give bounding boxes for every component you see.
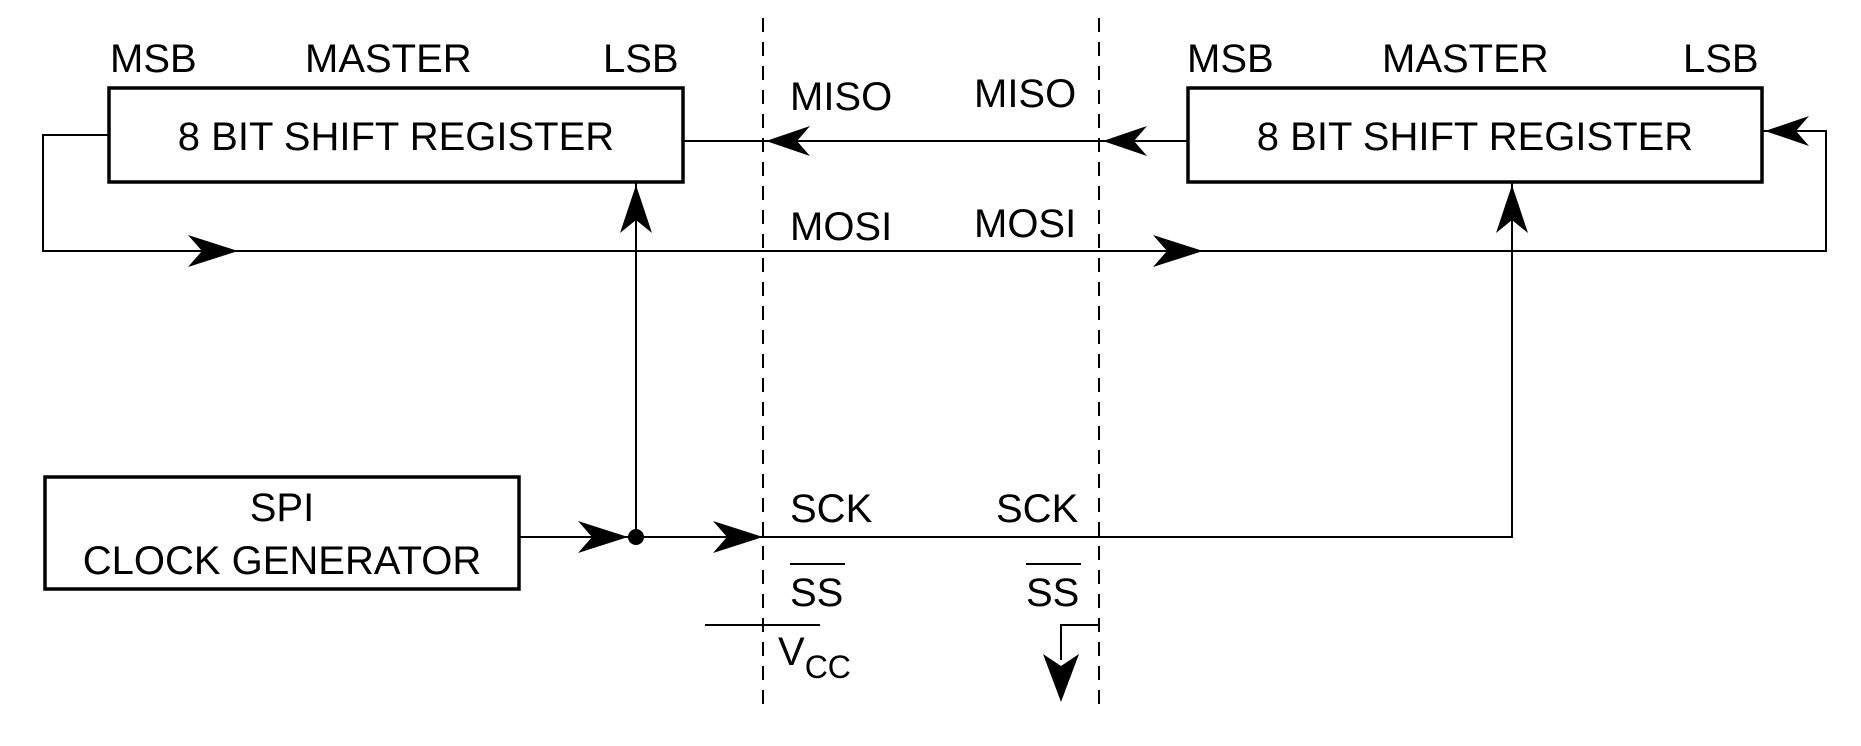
sck-left-register-arrowhead — [620, 185, 652, 233]
ss-section: SS SS VCC — [705, 563, 1099, 702]
clock-generator-line1: SPI — [250, 486, 314, 530]
left-master-label: MASTER — [305, 37, 472, 81]
ss-left-label: SS — [790, 571, 843, 615]
miso-right-label: MISO — [974, 72, 1076, 116]
miso-left-arrowhead — [766, 126, 810, 156]
right-master-label: MASTER — [1382, 37, 1549, 81]
right-msb-label: MSB — [1187, 37, 1274, 81]
clock-generator-box — [43, 475, 521, 591]
miso-left-label: MISO — [790, 75, 892, 119]
left-shift-register: MSB MASTER LSB 8 BIT SHIFT REGISTER — [107, 37, 685, 184]
clock-generator-line2: CLOCK GENERATOR — [83, 539, 482, 583]
sck-boundary-arrowhead — [713, 521, 763, 553]
sck-right-label: SCK — [996, 487, 1079, 531]
sck-line: SCK SCK — [519, 182, 1528, 553]
mosi-left-label: MOSI — [790, 205, 892, 249]
right-register-box — [1186, 86, 1764, 184]
mosi-line: MOSI MOSI — [42, 116, 1827, 267]
mosi-middle-arrowhead — [1153, 235, 1203, 267]
mosi-return-arrowhead — [1765, 116, 1809, 146]
sck-junction-dot — [628, 529, 644, 545]
mosi-left-arrowhead — [188, 235, 238, 267]
mosi-right-label: MOSI — [974, 202, 1076, 246]
left-lsb-label: LSB — [603, 37, 679, 81]
right-register-label: 8 BIT SHIFT REGISTER — [1257, 115, 1693, 159]
sck-right-register-arrowhead — [1496, 185, 1528, 233]
miso-line: MISO MISO — [683, 72, 1188, 156]
vcc-subscript-text: CC — [805, 649, 851, 685]
spi-clock-generator: SPI CLOCK GENERATOR — [43, 475, 521, 591]
sck-clockgen-arrowhead — [578, 521, 628, 553]
ss-right-label: SS — [1026, 571, 1079, 615]
miso-right-arrowhead — [1103, 126, 1147, 156]
ss-down-arrowhead — [1043, 654, 1079, 702]
left-msb-label: MSB — [110, 37, 197, 81]
right-shift-register: MSB MASTER LSB 8 BIT SHIFT REGISTER — [1186, 37, 1764, 184]
vcc-label: VCC — [778, 630, 851, 685]
sck-left-label: SCK — [790, 487, 873, 531]
left-register-label: 8 BIT SHIFT REGISTER — [178, 115, 614, 159]
right-lsb-label: LSB — [1683, 37, 1759, 81]
vcc-main-text: V — [778, 630, 805, 674]
